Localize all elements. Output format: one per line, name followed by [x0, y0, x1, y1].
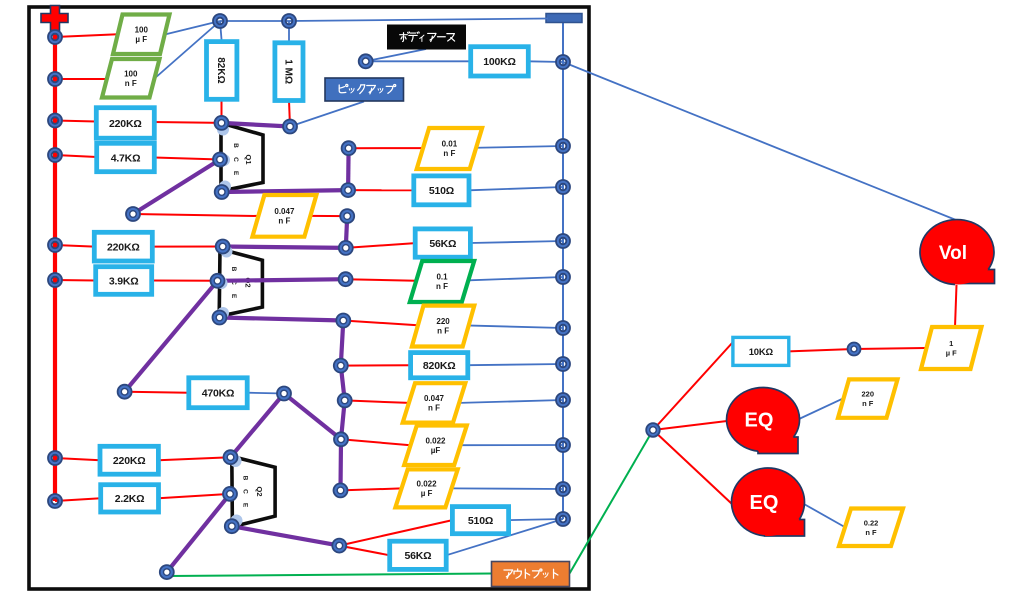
- svg-text:3.9KΩ: 3.9KΩ: [109, 275, 139, 287]
- svg-text:n F: n F: [862, 399, 874, 408]
- svg-text:n F: n F: [428, 403, 440, 412]
- svg-text:100KΩ: 100KΩ: [483, 56, 516, 68]
- svg-text:n F: n F: [278, 216, 290, 225]
- svg-text:220KΩ: 220KΩ: [113, 455, 146, 467]
- svg-text:µF: µF: [431, 446, 441, 455]
- svg-text:56KΩ: 56KΩ: [429, 238, 456, 250]
- svg-text:C: C: [232, 157, 239, 162]
- svg-text:E: E: [230, 294, 237, 299]
- svg-text:10KΩ: 10KΩ: [749, 347, 774, 358]
- svg-text:n F: n F: [436, 282, 448, 291]
- svg-text:100: 100: [135, 25, 149, 34]
- svg-text:56KΩ: 56KΩ: [405, 550, 432, 562]
- svg-text:n F: n F: [437, 327, 449, 336]
- svg-text:C: C: [242, 489, 249, 494]
- svg-text:EQ: EQ: [750, 492, 779, 514]
- svg-text:820KΩ: 820KΩ: [423, 360, 456, 372]
- svg-text:n F: n F: [125, 79, 137, 88]
- svg-text:82KΩ: 82KΩ: [215, 57, 226, 83]
- svg-text:220: 220: [861, 390, 874, 399]
- svg-text:Q1: Q1: [244, 154, 253, 164]
- svg-text:E: E: [232, 171, 239, 176]
- svg-text:510Ω: 510Ω: [429, 185, 454, 197]
- svg-text:Vol: Vol: [939, 243, 967, 264]
- svg-text:0.22: 0.22: [864, 518, 879, 527]
- svg-text:2.2KΩ: 2.2KΩ: [115, 493, 145, 505]
- svg-text:1 MΩ: 1 MΩ: [282, 59, 293, 84]
- svg-text:1: 1: [949, 339, 953, 348]
- svg-text:n F: n F: [443, 149, 455, 158]
- svg-text:B: B: [230, 267, 237, 272]
- svg-text:µ F: µ F: [421, 489, 433, 498]
- svg-text:220KΩ: 220KΩ: [109, 118, 142, 130]
- svg-text:0.1: 0.1: [436, 273, 448, 282]
- svg-text:B: B: [242, 476, 249, 481]
- svg-text:µ F: µ F: [946, 349, 957, 358]
- svg-text:220KΩ: 220KΩ: [107, 241, 140, 253]
- svg-text:E: E: [242, 503, 249, 508]
- svg-text:510Ω: 510Ω: [468, 515, 493, 527]
- svg-text:0.01: 0.01: [442, 140, 458, 149]
- svg-text:220: 220: [436, 317, 450, 326]
- svg-text:Q2: Q2: [255, 486, 264, 496]
- svg-text:0.022: 0.022: [417, 479, 438, 488]
- svg-text:0.022: 0.022: [425, 436, 446, 445]
- svg-text:100: 100: [124, 69, 138, 78]
- svg-text:EQ: EQ: [745, 410, 774, 432]
- svg-text:470KΩ: 470KΩ: [202, 388, 235, 400]
- svg-text:µ F: µ F: [135, 35, 147, 44]
- svg-text:0.047: 0.047: [274, 207, 295, 216]
- svg-text:n F: n F: [865, 528, 877, 537]
- svg-text:B: B: [232, 143, 239, 148]
- svg-text:0.047: 0.047: [424, 394, 445, 403]
- svg-text:4.7KΩ: 4.7KΩ: [111, 152, 141, 164]
